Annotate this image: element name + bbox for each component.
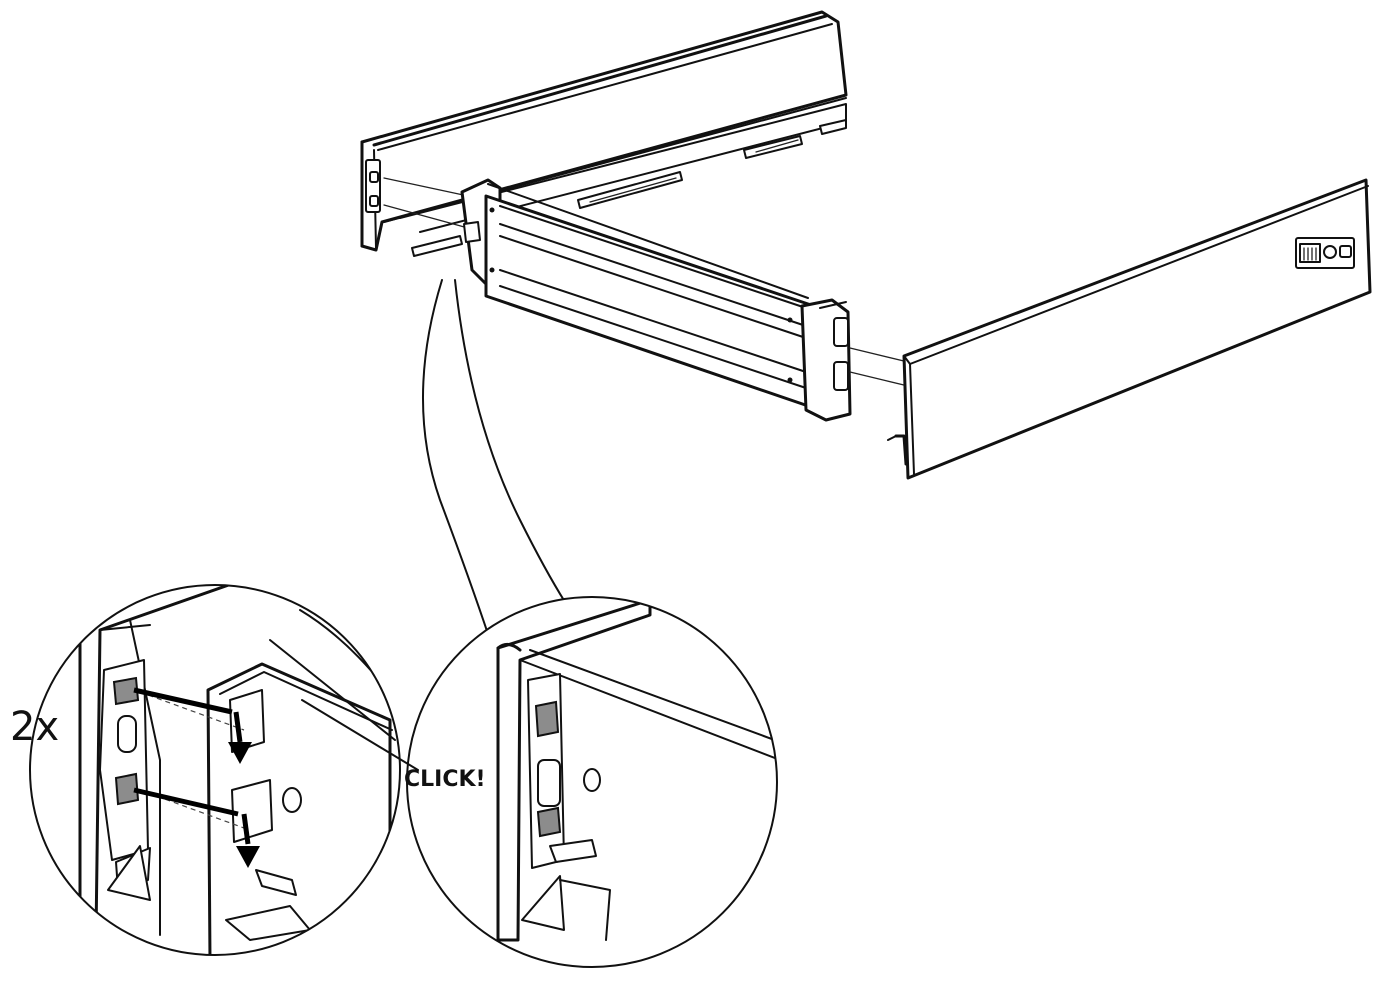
detail-circle-right	[406, 596, 778, 968]
click-label: CLICK!	[404, 767, 486, 792]
arrow-down-icon	[133, 687, 252, 764]
drawer-brand-badge-icon	[1295, 237, 1355, 269]
guide-line	[849, 371, 909, 387]
drawer-assembly	[360, 10, 1372, 480]
connector-line	[301, 699, 419, 771]
guide-line	[849, 347, 909, 363]
detail-circle-left	[29, 584, 401, 956]
guide-line	[383, 204, 469, 229]
right-drawer-side	[887, 178, 1372, 480]
detail-view-right	[406, 596, 778, 968]
arrow-down-icon	[133, 787, 260, 868]
back-panel	[460, 178, 852, 422]
count-label: 2x	[10, 704, 59, 750]
detail-leader-right	[454, 279, 566, 603]
detail-leader-left	[422, 279, 491, 641]
guide-line	[383, 177, 469, 197]
detail-view-left	[29, 584, 401, 956]
